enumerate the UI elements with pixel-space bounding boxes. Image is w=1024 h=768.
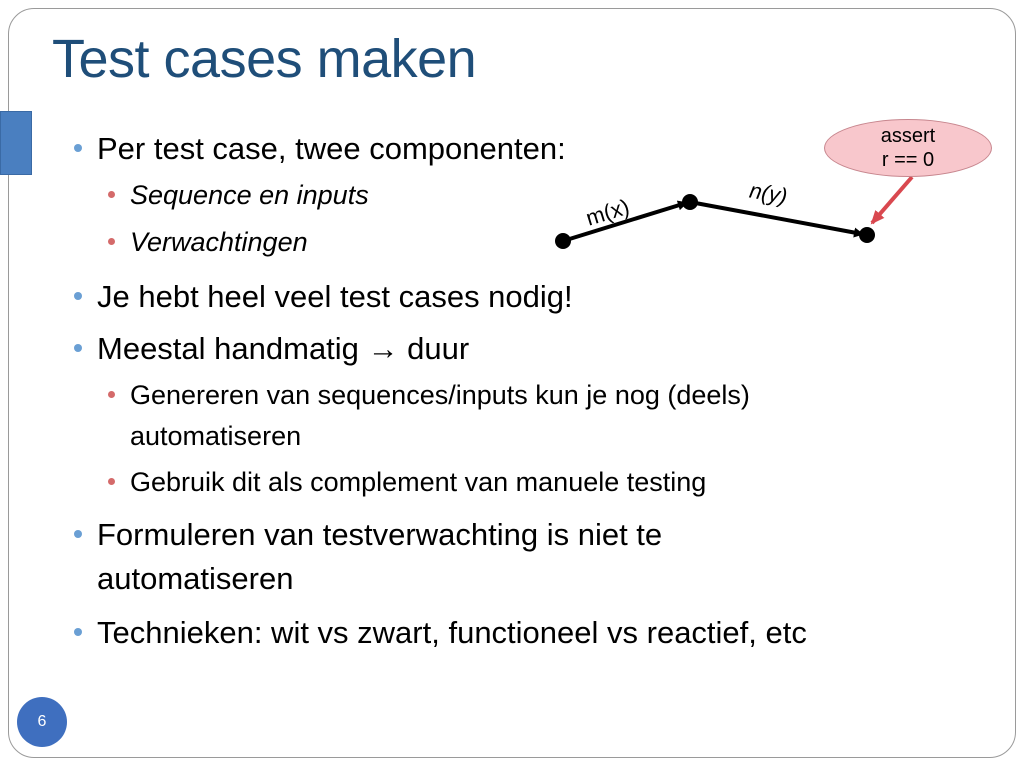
bullet-dot (74, 292, 82, 300)
bullet-dot (74, 530, 82, 538)
bullet-text: Sequence en inputs (130, 180, 369, 210)
bullet-continuation: automatiseren (97, 561, 293, 597)
edge-m-label: m(x) (583, 194, 632, 231)
bullet-item: Je hebt heel veel test cases nodig! (74, 279, 573, 315)
bullet-text: Formuleren van testverwachting is niet t… (97, 517, 663, 552)
bullet-text: Verwachtingen (130, 227, 308, 257)
bullet-dot (108, 238, 115, 245)
bullet-text: Je hebt heel veel test cases nodig! (97, 279, 573, 314)
bullet-dot (74, 144, 82, 152)
assert-line-2: r == 0 (881, 149, 935, 171)
sub-bullet-continuation: automatiseren (130, 421, 301, 452)
bullet-text: Gebruik dit als complement van manuele t… (130, 467, 707, 497)
bullet-dot (108, 478, 115, 485)
state-node-start (555, 233, 571, 249)
bullet-item: Technieken: wit vs zwart, functioneel vs… (74, 615, 807, 651)
edge-m-arrow (562, 200, 688, 243)
assert-pointer-arrow (870, 175, 914, 225)
sub-bullet-item: Genereren van sequences/inputs kun je no… (108, 380, 750, 411)
bullet-text: Genereren van sequences/inputs kun je no… (130, 380, 750, 410)
page-number-badge: 6 (17, 697, 67, 747)
bullet-dot (108, 191, 115, 198)
bullet-text: automatiseren (130, 421, 302, 451)
bullet-text: Technieken: wit vs zwart, functioneel vs… (97, 615, 807, 650)
left-accent-tab (0, 111, 32, 175)
bullet-item: Meestal handmatig → duur (74, 331, 470, 367)
state-transition-diagram: m(x) n(y) (555, 175, 914, 249)
bullet-item: Formuleren van testverwachting is niet t… (74, 517, 663, 553)
bullet-text: Per test case, twee componenten: (97, 131, 566, 166)
bullet-text: automatiseren (97, 561, 294, 596)
slide-title: Test cases maken (52, 29, 477, 89)
state-node-middle (682, 194, 698, 210)
edge-n-label: n(y) (748, 178, 790, 209)
bullet-dot (108, 391, 115, 398)
sub-bullet-item: Verwachtingen (108, 227, 308, 258)
bullet-text: Meestal handmatig → duur (97, 331, 470, 366)
bullet-dot (74, 628, 82, 636)
sub-bullet-item: Gebruik dit als complement van manuele t… (108, 467, 707, 498)
bullet-dot (74, 344, 82, 352)
sub-bullet-item: Sequence en inputs (108, 180, 369, 211)
assert-line-1: assert (880, 125, 936, 147)
state-node-end (859, 227, 875, 243)
assert-callout: assert r == 0 (824, 119, 992, 177)
edge-n-arrow (689, 200, 864, 238)
bullet-item: Per test case, twee componenten: (74, 131, 566, 167)
